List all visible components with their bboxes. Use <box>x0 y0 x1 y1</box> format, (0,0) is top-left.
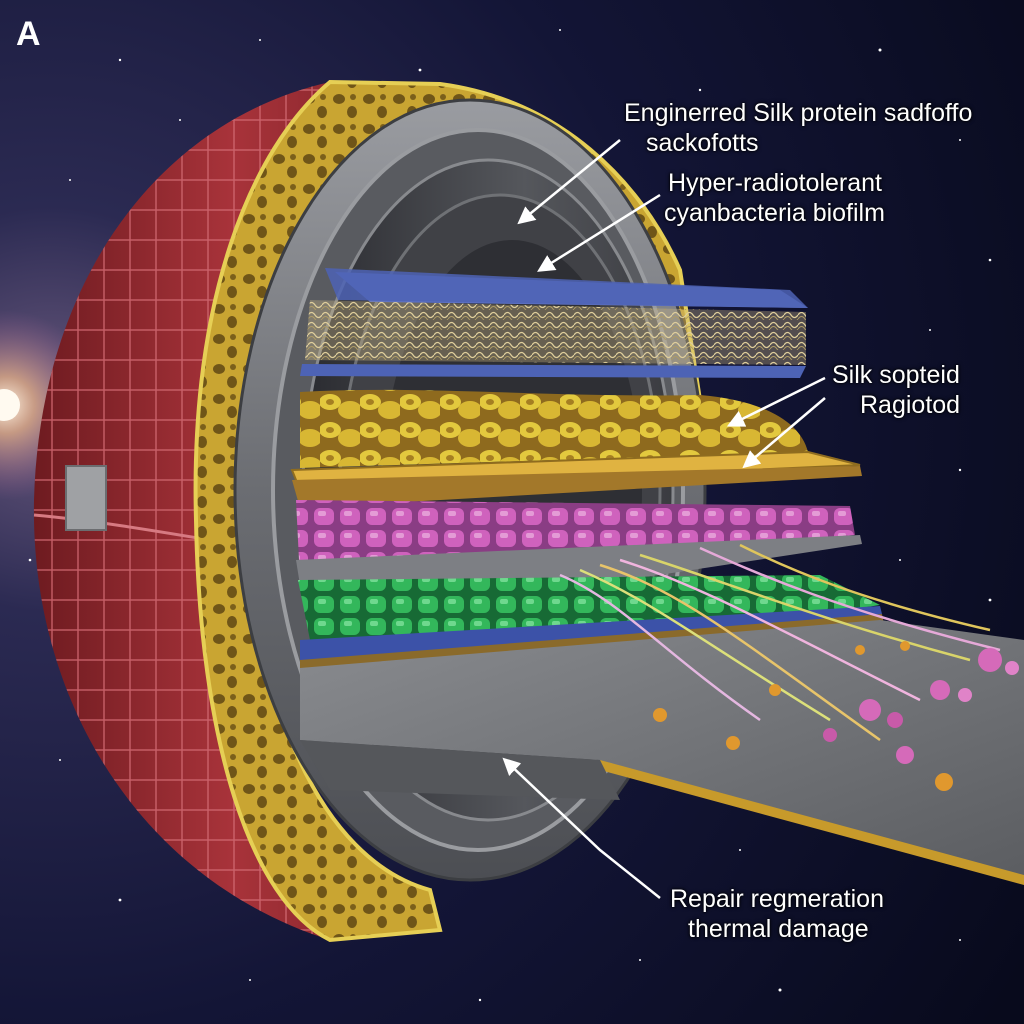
arrow-icon <box>742 397 826 469</box>
label-line: Hyper-radiotolerant <box>668 169 882 197</box>
label-arrows <box>502 139 826 899</box>
arrow-icon <box>517 139 621 225</box>
label-repair: Repair regmeration thermal damage <box>670 884 884 944</box>
arrow-icon <box>502 757 661 899</box>
label-silk-sopteid: Silk sopteid Ragiotod <box>832 360 960 420</box>
pink-protein-layer <box>296 500 862 590</box>
panel-letter: A <box>16 15 41 53</box>
habitat-shell <box>33 82 430 940</box>
arrow-icon <box>537 193 661 272</box>
debris-particles <box>653 641 1019 791</box>
base-platform <box>300 620 1024 885</box>
label-line: Enginerred Silk protein sadfoffo <box>624 99 973 127</box>
label-line: cyanbacteria biofilm <box>664 199 885 227</box>
cyanobacteria-biofilm-layer <box>290 389 862 508</box>
silk-scaffold-layer <box>300 268 808 378</box>
label-line: Repair regmeration <box>670 885 884 913</box>
label-silk-scaffold: Enginerred Silk protein sadfoffo sackofo… <box>624 98 972 158</box>
label-line: sackofotts <box>646 129 759 157</box>
star-field <box>28 29 1002 1002</box>
label-biofilm: Hyper-radiotolerant cyanbacteria biofilm <box>664 168 885 228</box>
sun-core <box>0 389 20 421</box>
sensor-patch <box>65 465 107 531</box>
regeneration-fibres <box>559 543 1001 742</box>
label-line: Silk sopteid <box>832 361 960 389</box>
label-line: thermal damage <box>688 915 869 943</box>
arrow-icon <box>726 376 826 427</box>
label-line: Ragiotod <box>860 391 961 419</box>
